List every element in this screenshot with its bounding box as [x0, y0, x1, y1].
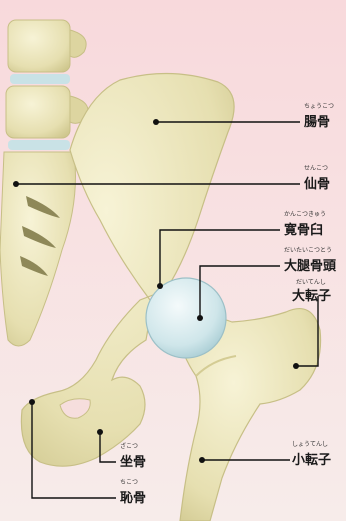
pubis-ruby: ちこつ	[120, 479, 138, 486]
ilium-ruby: ちょうこつ	[304, 103, 334, 110]
femoral-head-shape	[146, 278, 226, 358]
ilium-label: 腸骨	[304, 115, 330, 130]
sacrum-label: 仙骨	[304, 176, 330, 192]
greater-trochanter-label: 大転子	[292, 288, 331, 304]
ischium-label: 坐骨	[120, 455, 146, 470]
sacrum-ruby: せんこつ	[304, 165, 328, 172]
acetabulum-label: 寛骨臼	[284, 222, 323, 238]
greater-trochanter-ruby: だいてんし	[296, 279, 326, 286]
ischium-ruby: ざこつ	[120, 442, 138, 450]
lesser-trochanter-ruby: しょうてんし	[292, 441, 328, 448]
acetabulum-ruby: かんこつきゅう	[284, 211, 326, 218]
femoral-head-ruby: だいたいこつとう	[284, 247, 332, 254]
pubis-label: 恥骨	[120, 491, 146, 506]
femoral-head-label: 大腿骨頭	[284, 258, 337, 274]
lesser-trochanter-label: 小転子	[292, 452, 331, 468]
